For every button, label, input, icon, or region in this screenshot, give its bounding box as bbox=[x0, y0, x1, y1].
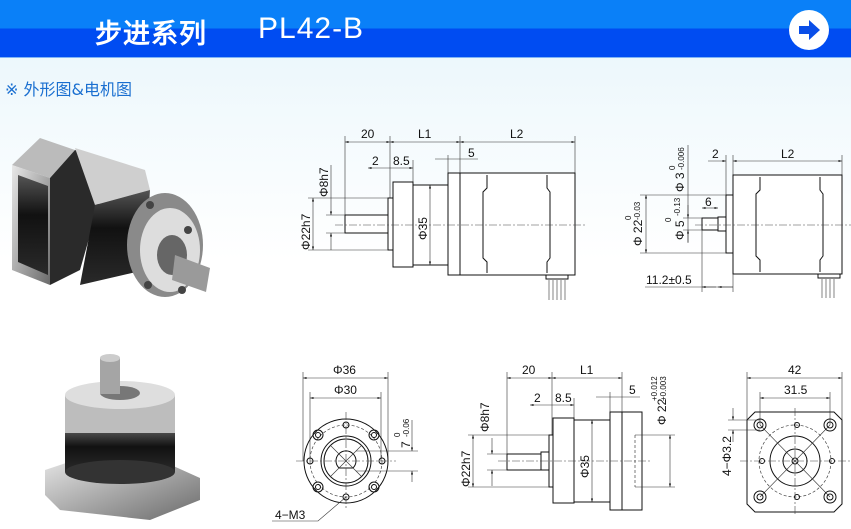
dim-pilot-dia: Φ22h7 bbox=[299, 213, 313, 250]
dim-tolerance: 0 bbox=[393, 432, 402, 437]
series-title: 步进系列 bbox=[95, 19, 207, 50]
dim-body-dia: Φ35 bbox=[416, 217, 430, 240]
dim-mounting-holes: 4−Φ3.2 bbox=[720, 436, 734, 476]
dim-outer-dia: Φ36 bbox=[333, 363, 356, 377]
dim-flat-dia: Φ 3 bbox=[673, 172, 687, 192]
dim-tolerance: -0.006 bbox=[677, 147, 686, 170]
page-header: 步进系列 PL42-B bbox=[0, 0, 851, 58]
dim-pilot-dia: Φ22h7 bbox=[459, 450, 473, 487]
section-title: ※ 外形图&电机图 bbox=[5, 80, 132, 99]
dim-width: 42 bbox=[788, 363, 802, 377]
dim-tolerance: -0.03 bbox=[633, 201, 642, 220]
dim-hole-spacing: 31.5 bbox=[784, 383, 808, 397]
next-button[interactable] bbox=[789, 10, 829, 50]
dim-step: 2 bbox=[372, 154, 379, 168]
drawing-gearbox-side: 20 L1 2 8.5 5 Φ22h7 Φ8h7 Φ35 Φ 22 +0.012… bbox=[459, 363, 675, 511]
motor-photo-upright bbox=[45, 354, 200, 520]
dim-shaft-dia: Φ 5 bbox=[673, 220, 687, 240]
drawing-motor-front: 42 31.5 4−Φ3.2 bbox=[720, 363, 851, 516]
dim-shaft-dia: Φ8h7 bbox=[478, 402, 492, 432]
model-title: PL42-B bbox=[258, 12, 365, 45]
dim-shaft-dia: Φ8h7 bbox=[317, 167, 331, 197]
dim-flat-length: 6 bbox=[705, 195, 712, 209]
dim-l1: L1 bbox=[580, 363, 594, 377]
dim-plate: 5 bbox=[629, 383, 636, 397]
callout-mounting-holes: 4−M3 bbox=[275, 508, 306, 522]
dim-l2: L2 bbox=[510, 127, 524, 141]
dim-flange: 8.5 bbox=[393, 154, 410, 168]
dim-flange: 8.5 bbox=[555, 391, 572, 405]
drawing-motor-side: 2 L2 6 Φ 22 0 -0.03 Φ 5 0 -0.13 Φ 3 0 -0… bbox=[624, 145, 851, 298]
drawing-gearbox-motor-side: 20 L1 L2 2 8.5 5 Φ22h7 Φ8h7 Φ35 bbox=[299, 127, 585, 300]
dim-shaft-length: 20 bbox=[361, 127, 375, 141]
dim-l2: L2 bbox=[781, 147, 795, 161]
dim-tolerance: +0.003 bbox=[659, 376, 668, 401]
arrow-right-circle-icon bbox=[799, 20, 820, 40]
dim-flat: 7 bbox=[399, 441, 413, 448]
dim-bolt-circle: Φ30 bbox=[334, 383, 357, 397]
dim-body-dia: Φ35 bbox=[578, 455, 592, 478]
dim-shaft-length: 11.2±0.5 bbox=[646, 273, 692, 287]
dim-l1: L1 bbox=[418, 127, 432, 141]
dim-pilot-dia: Φ 22 bbox=[631, 219, 645, 246]
dim-tolerance: 0 bbox=[668, 165, 677, 170]
dim-tolerance: -0.13 bbox=[673, 197, 682, 216]
dim-plate: 2 bbox=[712, 147, 719, 161]
dim-step: 2 bbox=[534, 391, 541, 405]
dim-plate: 5 bbox=[468, 146, 475, 160]
motor-photo-angled bbox=[12, 138, 210, 297]
dim-rear-dia: Φ 22 bbox=[655, 398, 669, 425]
dim-tolerance: +0.012 bbox=[650, 376, 659, 401]
dim-tolerance: 0 bbox=[624, 215, 633, 220]
dim-shaft-length: 20 bbox=[522, 363, 536, 377]
drawing-gearbox-front: Φ36 Φ30 7 0 -0.06 4−M3 bbox=[272, 363, 418, 522]
dim-tolerance: -0.06 bbox=[402, 418, 411, 437]
dim-tolerance: 0 bbox=[664, 217, 673, 222]
